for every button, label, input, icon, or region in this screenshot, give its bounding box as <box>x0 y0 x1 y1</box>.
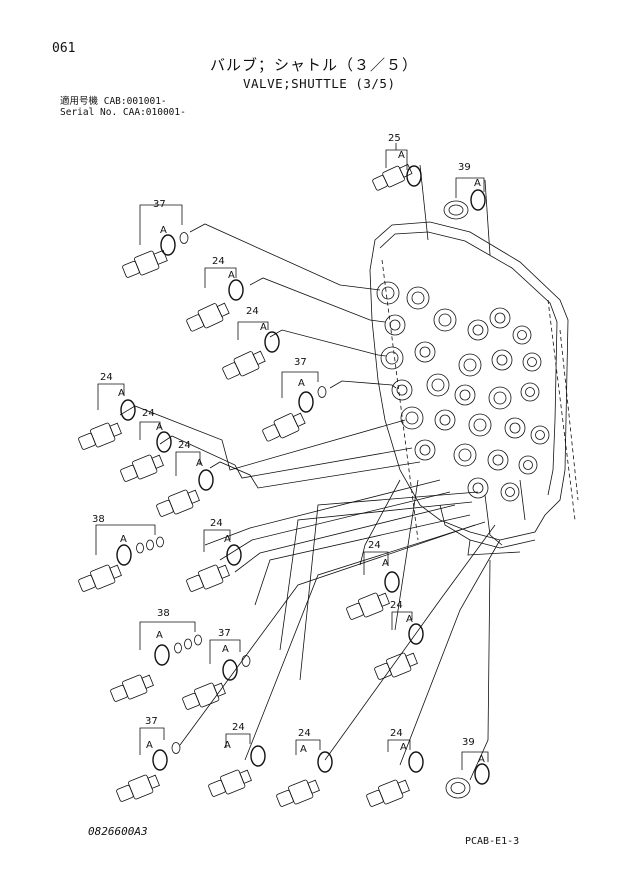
callout-part-number: 24 <box>232 722 245 733</box>
page-number: 061 <box>52 41 76 56</box>
callout-part-number: 38 <box>157 608 170 619</box>
callout-part-number: 24 <box>368 540 381 551</box>
callout-sub-letter: A <box>398 150 405 161</box>
callout-part-number: 24 <box>246 306 259 317</box>
valve-block <box>369 221 579 556</box>
callout-sub-letter: A <box>400 742 407 753</box>
leader-lines <box>119 164 501 781</box>
callout-sub-letter: A <box>160 225 167 236</box>
fitting-24-j: 24 A <box>276 728 333 807</box>
callout-sub-letter: A <box>118 388 125 399</box>
callout-part-number: 37 <box>145 716 158 727</box>
callout-part-number: 24 <box>212 256 225 267</box>
callout-sub-letter: A <box>406 614 413 625</box>
fitting-24-b: 24 A <box>222 306 280 380</box>
page-code: PCAB-E1-3 <box>465 836 520 847</box>
fitting-24-d: 24 A <box>120 408 172 482</box>
page-title-english: VALVE;SHUTTLE (3/5) <box>243 76 396 91</box>
callout-part-number: 24 <box>390 600 403 611</box>
callout-part-number: 24 <box>390 728 403 739</box>
callout-sub-letter: A <box>224 740 231 751</box>
callout-sub-letter: A <box>146 740 153 751</box>
fitting-38-b: 38 A <box>110 608 202 702</box>
callout-part-number: 24 <box>142 408 155 419</box>
fitting-24-e: 24 A <box>156 440 214 517</box>
callout-sub-letter: A <box>120 534 127 545</box>
fitting-24-k: 24 A <box>366 728 424 807</box>
callout-sub-letter: A <box>222 644 229 655</box>
fitting-24-f: 24 A <box>186 518 242 592</box>
serial-line-model: 適用号機 CAB:001001- <box>60 96 167 107</box>
plug-39-bottom: 39 A <box>445 737 490 799</box>
fitting-37-a: 37 A <box>122 199 189 278</box>
fitting-24-a: 24 A <box>186 256 244 332</box>
fitting-37-c: 37 A <box>182 628 251 710</box>
callout-part-number: 24 <box>210 518 223 529</box>
fitting-37-d: 37 A <box>116 716 181 802</box>
serial-line-number: Serial No. CAA:010001- <box>60 107 186 118</box>
callout-part-number: 38 <box>92 514 105 525</box>
callout-sub-letter: A <box>224 534 231 545</box>
callout-part-number: 37 <box>294 357 307 368</box>
bolt-hidden-lines <box>381 259 579 541</box>
callout-part-number: 25 <box>388 133 401 144</box>
fitting-24-c: 24 A <box>78 372 136 450</box>
callout-part-number: 37 <box>218 628 231 639</box>
fitting-37-b: 37 A <box>262 357 327 442</box>
callout-sub-letter: A <box>382 558 389 569</box>
callout-sub-letter: A <box>474 178 481 189</box>
fitting-38-a: 38 A <box>78 514 164 592</box>
fitting-25: 25 A <box>372 133 422 191</box>
fitting-24-i: 24 A <box>208 722 266 797</box>
serial-applicability: 適用号機 CAB:001001- Serial No. CAA:010001- <box>60 96 186 118</box>
callout-part-number: 37 <box>153 199 166 210</box>
drawing-number: 0826600A3 <box>88 825 148 838</box>
plug-39-top: 39 A <box>443 162 486 220</box>
fitting-24-g: 24 A <box>346 540 400 620</box>
callout-part-number: 39 <box>462 737 475 748</box>
callout-sub-letter: A <box>156 630 163 641</box>
valve-ports <box>376 281 550 502</box>
callout-part-number: 24 <box>178 440 191 451</box>
callout-sub-letter: A <box>156 422 163 433</box>
callout-sub-letter: A <box>228 270 235 281</box>
callout-sub-letter: A <box>260 322 267 333</box>
callout-part-number: 24 <box>298 728 311 739</box>
callout-sub-letter: A <box>298 378 305 389</box>
callout-sub-letter: A <box>196 458 203 469</box>
page-title-japanese: バルブ；シャトル（３／５） <box>210 56 419 74</box>
callout-part-number: 39 <box>458 162 471 173</box>
callout-sub-letter: A <box>300 744 307 755</box>
fitting-24-h: 24 A <box>374 600 424 680</box>
callout-part-number: 24 <box>100 372 113 383</box>
callout-sub-letter: A <box>478 754 485 765</box>
